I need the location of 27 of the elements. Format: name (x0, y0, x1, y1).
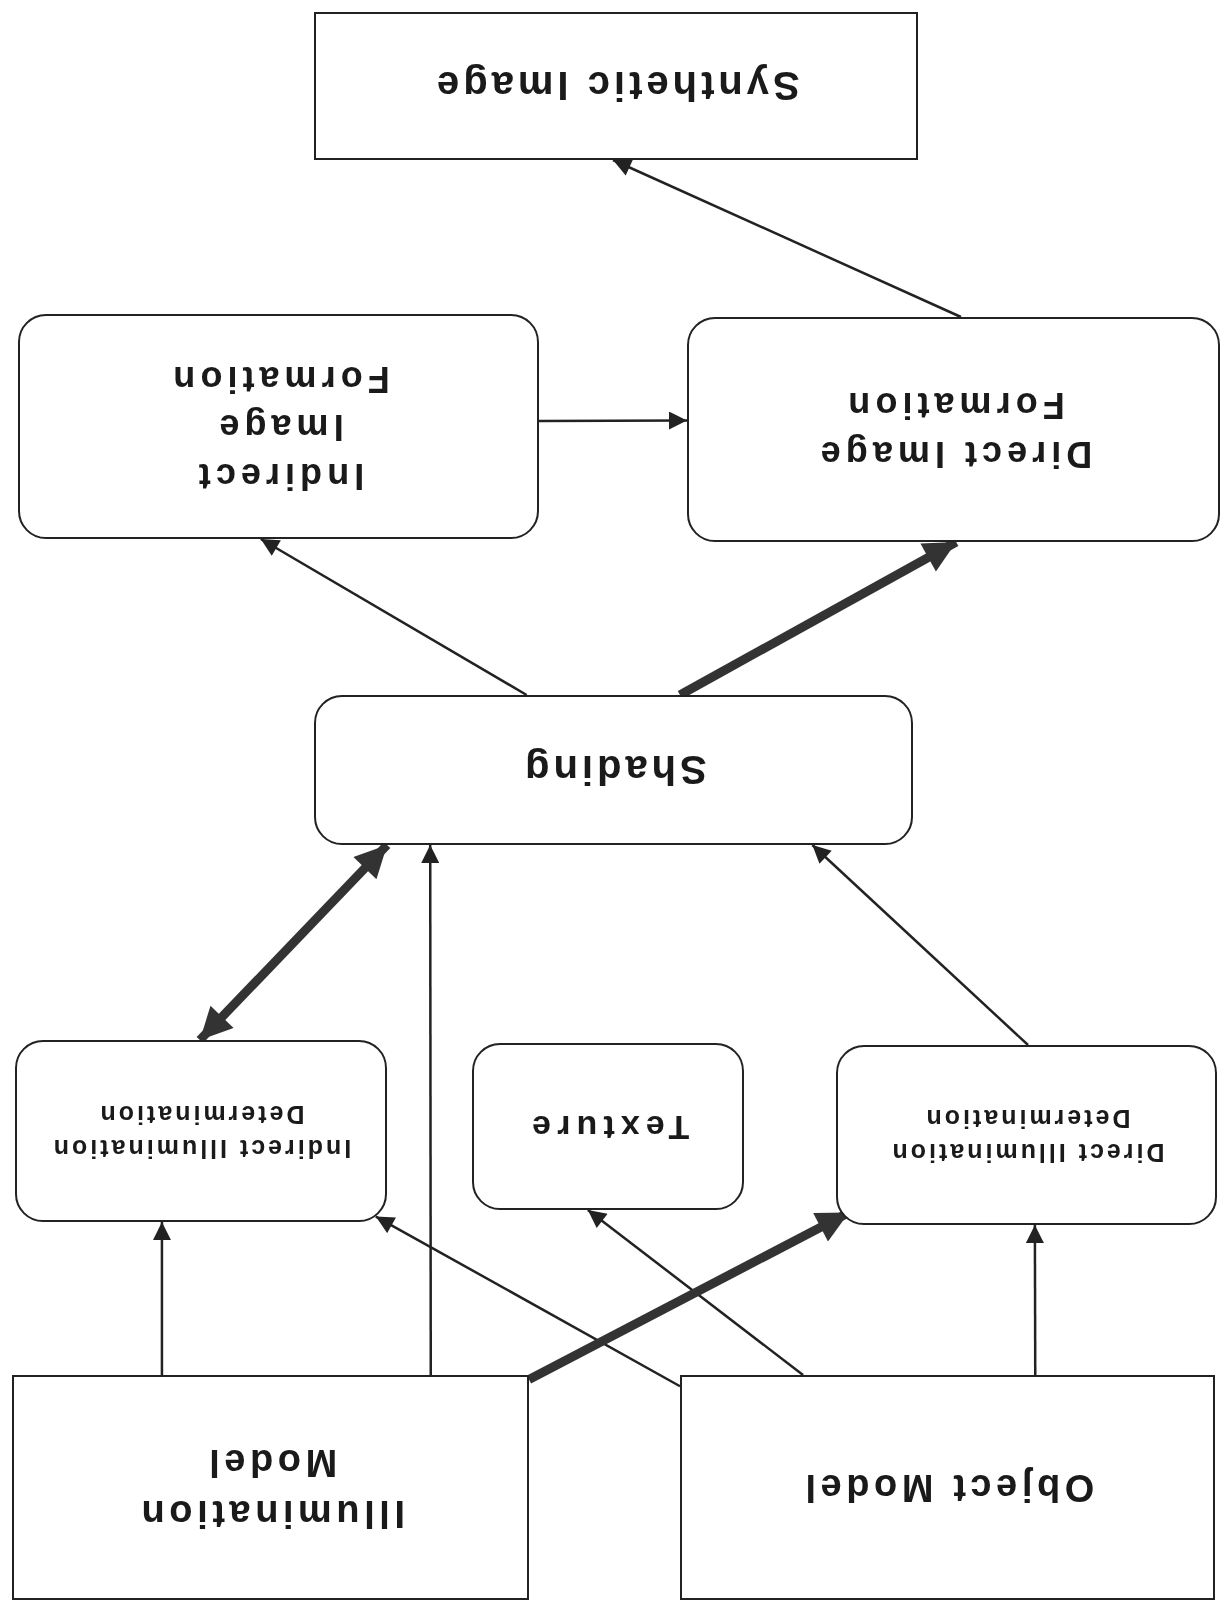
arrow (612, 158, 962, 319)
box-label: Synthetic Image (432, 63, 800, 110)
box-label: Shading (520, 747, 707, 794)
arrow (152, 1222, 171, 1375)
process-box (15, 1040, 387, 1222)
box-label: Illumination Model (135, 1440, 406, 1537)
process-box (687, 317, 1220, 542)
arrow (375, 1215, 681, 1388)
box-label: Object Model (800, 1466, 1095, 1512)
process-box (472, 1043, 744, 1210)
arrow (539, 411, 687, 430)
arrow (260, 537, 528, 697)
arrow (1025, 1225, 1044, 1375)
box-label: Indirect Illumination Determination (49, 1100, 353, 1165)
process-box (18, 314, 539, 539)
box-label: Indirect Image Formation (166, 357, 391, 499)
box-label: Direct Image Formation (814, 384, 1093, 478)
process-box (314, 695, 913, 845)
arrow (421, 845, 440, 1375)
model-box (680, 1375, 1215, 1600)
box-label: Direct Illumination Determination (887, 1104, 1166, 1169)
model-box (314, 12, 918, 160)
arrow (587, 1209, 804, 1376)
box-label: Texture (526, 1107, 690, 1149)
model-box (12, 1375, 529, 1600)
process-box (836, 1045, 1217, 1225)
arrow (811, 844, 1029, 1046)
